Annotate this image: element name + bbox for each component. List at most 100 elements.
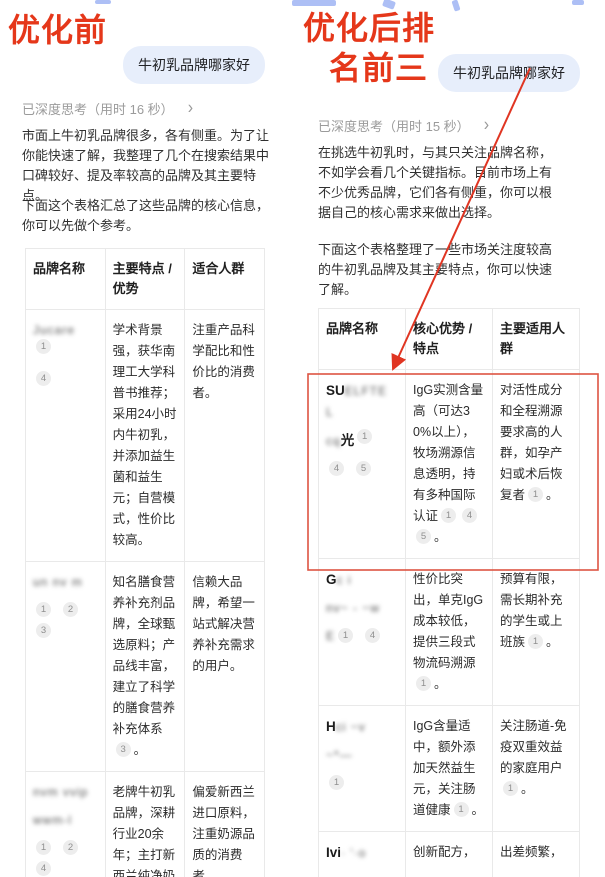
cell-text-suffix: 。 (471, 803, 485, 817)
citation-badge[interactable]: 1 (453, 802, 469, 818)
citation-badge[interactable]: 1 (357, 429, 373, 445)
brand-name-fragment: SU (326, 383, 345, 398)
redacted-brand-text: ~*— (326, 748, 353, 762)
after-label-line1: 优化后排 (303, 10, 436, 46)
after-label-line2: 名前三 (329, 50, 429, 86)
brand-table-before: 品牌名称主要特点 / 优势适合人群 Jucare 1 4 学术背景强，获华南理工大学科普… (25, 248, 265, 877)
answer-paragraph: 下面这个表格汇总了这些品牌的核心信息， 你可以先做个参考。 (22, 198, 270, 233)
chevron-right-icon: › (483, 115, 490, 135)
cell-text: 性价比突出，单克IgG成本较低，提供三段式物流码溯源 (413, 572, 484, 670)
column-header: 品牌名称 (318, 308, 406, 370)
cell-text: 出差频繁， (500, 845, 563, 859)
redacted-brand-text: wwm-l (33, 813, 72, 827)
citation-badge[interactable]: 4 (365, 628, 381, 644)
citation-badge[interactable]: 4 (36, 861, 51, 877)
brand-name-fragment: 光 (340, 433, 355, 448)
citation-badge[interactable]: 3 (115, 742, 131, 758)
before-label: 优化前 (8, 12, 108, 48)
citation-badge[interactable]: 5 (356, 461, 371, 477)
crop-artifact (95, 0, 111, 4)
cell-text: 学术背景强，获华南理工大学科普书推荐；采用24小时内牛初乳，并添加益生菌和益生元… (112, 323, 177, 547)
citation-badge[interactable]: 3 (36, 623, 51, 639)
user-message-bubble: 牛初乳品牌哪家好 (123, 46, 265, 84)
citation-badge[interactable]: 1 (36, 602, 51, 618)
features-cell: 知名膳食营养补充剂品牌，全球甄选原料；产品线丰富，建立了科学的膳食营养补充体系 3… (104, 561, 186, 772)
citation-badge[interactable]: 1 (441, 508, 457, 524)
table-row: Jucare 1 4 学术背景强，获华南理工大学科普书推荐；采用24小时内牛初乳，并添… (25, 309, 265, 562)
deep-think-status[interactable]: 已深度思考（用时 15 秒） › (318, 115, 490, 135)
crop-artifact (292, 0, 336, 6)
redacted-brand-text: cq (326, 434, 341, 448)
deep-think-label: 已深度思考（用时 15 秒） (318, 119, 470, 134)
audience-cell: 关注肠道-免疫双重效益的家庭用户1。 (492, 705, 580, 832)
citation-badge[interactable]: 1 (329, 775, 344, 791)
citation-badge[interactable]: 1 (338, 628, 354, 644)
redacted-brand-text: c i (336, 573, 352, 587)
features-cell: 性价比突出，单克IgG成本较低，提供三段式物流码溯源 1。 (405, 558, 493, 706)
features-cell: 创新配方， (405, 831, 493, 877)
cell-text: 预算有限，需长期补充的学生或上班族 (500, 572, 563, 649)
citation-badge[interactable]: 1 (528, 487, 544, 503)
redacted-brand-text: Jucare (33, 323, 76, 337)
cell-text: IgG实测含量高（可达30%以上），牧场溯源信息透明，持有多种国际认证 (413, 383, 484, 523)
citation-badge[interactable]: 1 (36, 840, 51, 856)
citation-badge[interactable]: 1 (528, 634, 544, 650)
column-header: 核心优势 / 特点 (405, 308, 493, 370)
citation-badge[interactable]: 1 (36, 339, 51, 355)
crop-artifact (451, 0, 461, 12)
answer-paragraph: 下面这个表格整理了一些市场关注度较高 的牛初乳品牌及其主要特点，你可以快速 了解… (318, 242, 553, 297)
citation-badge[interactable]: 2 (63, 602, 78, 618)
brand-name-fragment: Ivi (326, 845, 342, 860)
cell-text-suffix: 。 (434, 530, 447, 544)
column-header: 品牌名称 (25, 248, 106, 310)
features-cell: 老牌牛初乳品牌，深耕行业20余年；主打新西兰纯净奶源，采用低温干燥技术保留活性成… (104, 771, 186, 877)
cell-text: 老牌牛初乳品牌，深耕行业20余年；主打新西兰纯净奶源，采用低温干燥技术保留活性成… (112, 785, 176, 877)
cell-text-suffix: 。 (133, 743, 147, 757)
redacted-brand-text: · '·o (341, 846, 367, 860)
citation-badge[interactable]: 4 (36, 371, 51, 387)
redacted-brand-text: E (326, 629, 336, 643)
cell-text: 信赖大品牌，希望一站式解决营养补充需求的用户。 (192, 575, 255, 673)
audience-cell: 出差频繁， (492, 831, 580, 877)
features-cell: 学术背景强，获华南理工大学科普书推荐；采用24小时内牛初乳，并添加益生菌和益生元… (104, 309, 186, 562)
redacted-brand-text: nv~ - ~w (326, 601, 381, 615)
redacted-brand-text: nvm vvip (33, 785, 89, 799)
column-header: 主要特点 / 优势 (104, 248, 186, 310)
brand-cell: Jucare 1 4 (25, 309, 106, 562)
column-header: 适合人群 (184, 248, 265, 310)
citation-badge[interactable]: 1 (503, 781, 518, 797)
chevron-right-icon: › (187, 98, 194, 118)
deep-think-status[interactable]: 已深度思考（用时 16 秒） › (22, 98, 194, 118)
redacted-brand-text: ci ~v (335, 720, 366, 734)
citation-badge[interactable]: 1 (416, 676, 431, 692)
audience-cell: 信赖大品牌，希望一站式解决营养补充需求的用户。 (184, 561, 265, 772)
answer-paragraph: 市面上牛初乳品牌很多，各有侧重。为了让 你能快速了解，我整理了几个在搜索结果中 … (22, 128, 270, 203)
brand-cell: Hci ~v ~*— 1 (318, 705, 406, 832)
cell-text-suffix: 。 (521, 782, 534, 796)
deep-think-label: 已深度思考（用时 16 秒） (22, 102, 174, 117)
cell-text-suffix: 。 (434, 677, 447, 691)
crop-artifact (572, 0, 584, 5)
citation-badge[interactable]: 4 (462, 508, 478, 524)
brand-cell: Ivi· '·o (318, 831, 406, 877)
cell-text: 知名膳食营养补充剂品牌，全球甄选原料；产品线丰富，建立了科学的膳食营养补充体系 (112, 575, 176, 736)
brand-name-fragment: G (326, 572, 337, 587)
citation-badge[interactable]: 5 (416, 529, 431, 545)
brand-name-fragment: H (326, 719, 336, 734)
audience-cell: 偏爱新西兰进口原料，注重奶源品质的消费者。 (184, 771, 265, 877)
citation-badge[interactable]: 4 (329, 461, 344, 477)
citation-badge[interactable]: 2 (63, 840, 78, 856)
